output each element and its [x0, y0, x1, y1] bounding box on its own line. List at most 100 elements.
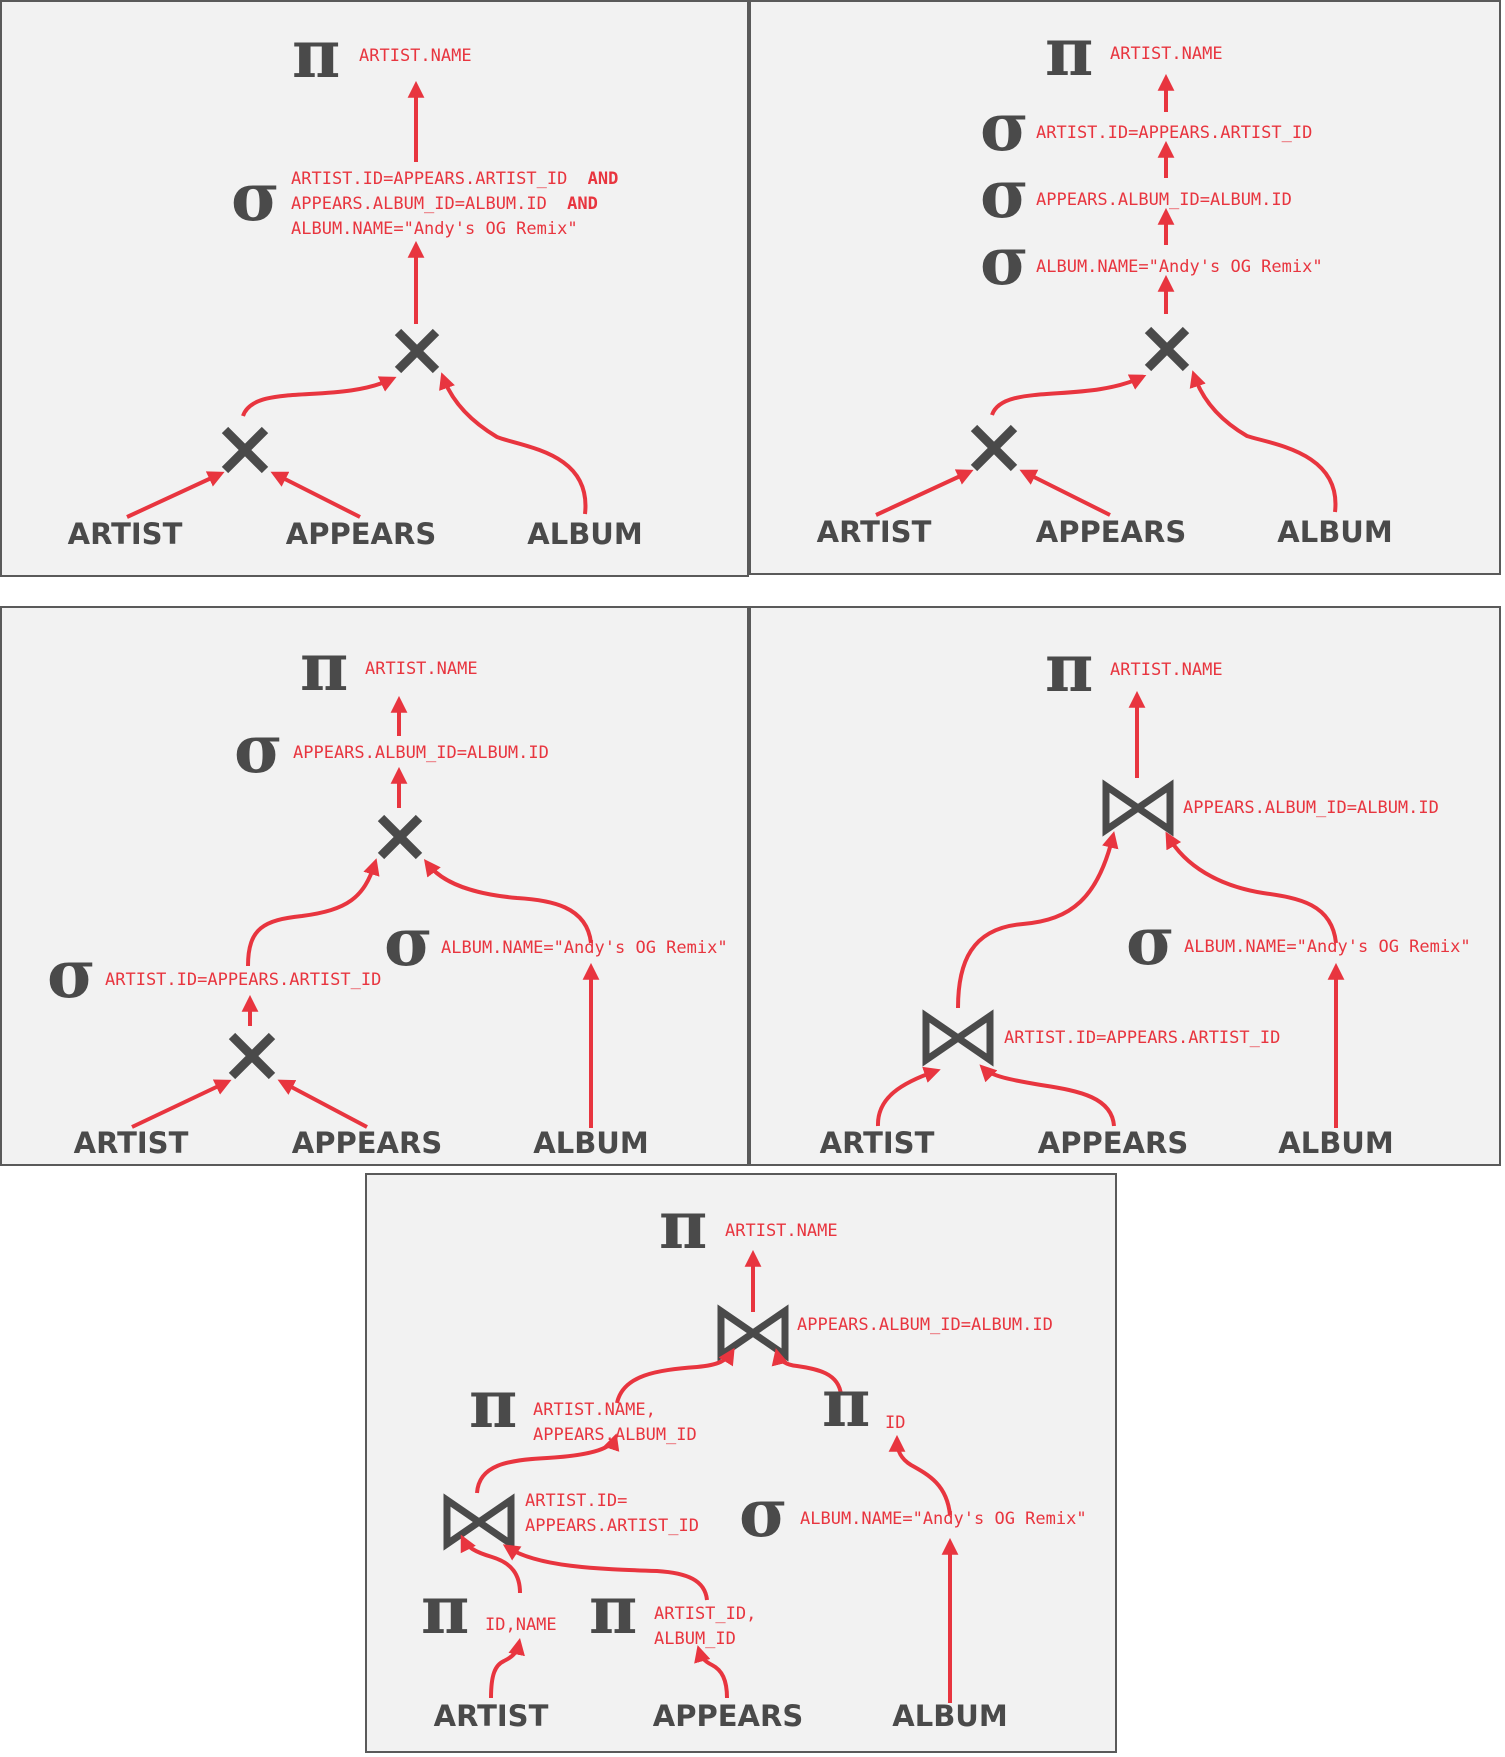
projection-attributes: ARTIST_ID,	[654, 1604, 756, 1624]
cross-product-icon	[970, 424, 1018, 472]
projection-symbol: π	[589, 1571, 637, 1649]
selection-predicate: APPEARS.ALBUM_ID=ALBUM.ID	[1036, 190, 1292, 210]
join-predicate: ARTIST.ID=	[525, 1491, 627, 1511]
selection-symbol: σ	[234, 710, 283, 788]
projection-attributes: ID	[885, 1413, 905, 1433]
projection-symbol: π	[469, 1365, 517, 1443]
relation-appears: APPEARS	[1036, 515, 1186, 549]
selection-symbol: σ	[384, 903, 433, 981]
projection-symbol: π	[292, 15, 340, 93]
projection-attributes: ARTIST.NAME	[359, 46, 472, 66]
relation-artist: ARTIST	[74, 1126, 189, 1160]
edge-artist-to-project	[489, 1638, 525, 1699]
projection-attributes: ID,NAME	[485, 1615, 557, 1635]
query-plan-tree-5: π ARTIST.NAME APPEARS.ALBUM_ID=ALBUM.ID …	[421, 1186, 1087, 1733]
cross-product-icon	[377, 814, 423, 860]
edge-appears-to-cross	[277, 1079, 368, 1129]
projection-attributes: ARTIST.NAME	[365, 659, 478, 679]
relation-appears: APPEARS	[286, 517, 436, 551]
edge-select-to-cross	[246, 858, 380, 967]
plan-panel-4: π ARTIST.NAME APPEARS.ALBUM_ID=ALBUM.ID …	[749, 606, 1501, 1166]
join-icon	[922, 1009, 994, 1067]
projection-attributes: ARTIST.NAME	[1110, 44, 1223, 64]
projection-symbol: π	[1045, 629, 1093, 707]
selection-predicate: APPEARS.ALBUM_ID=ALBUM.ID	[293, 743, 549, 763]
plan-panel-3: π ARTIST.NAME σ APPEARS.ALBUM_ID=ALBUM.I…	[0, 606, 749, 1166]
relation-artist: ARTIST	[820, 1126, 935, 1160]
join-predicate: APPEARS.ARTIST_ID	[525, 1516, 699, 1536]
selection-predicate: ALBUM.NAME="Andy's OG Remix"	[1036, 257, 1323, 277]
cross-product-icon	[394, 328, 440, 374]
projection-symbol: π	[1045, 13, 1093, 91]
edge-join-to-join	[956, 831, 1119, 1009]
edge-artist-to-cross	[126, 471, 225, 519]
plan-panel-1: π ARTIST.NAME σ ARTIST.ID=APPEARS.ARTIST…	[0, 0, 749, 577]
plan-panel-5: π ARTIST.NAME APPEARS.ALBUM_ID=ALBUM.ID …	[365, 1173, 1117, 1753]
predicate-line-2: APPEARS.ALBUM_ID=ALBUM.ID	[291, 194, 547, 214]
projection-attributes: ARTIST.NAME,	[533, 1400, 656, 1420]
and-keyword: AND	[567, 194, 598, 214]
query-plan-tree-1: π ARTIST.NAME σ ARTIST.ID=APPEARS.ARTIST…	[68, 15, 643, 551]
selection-symbol: σ	[980, 222, 1029, 300]
relation-album: ALBUM	[527, 517, 642, 551]
projection-symbol: π	[421, 1571, 469, 1649]
relation-appears: APPEARS	[653, 1699, 803, 1733]
selection-predicate: ARTIST.ID=APPEARS.ARTIST_ID AND	[291, 169, 618, 189]
relation-appears: APPEARS	[1038, 1126, 1188, 1160]
predicate-line-1: ARTIST.ID=APPEARS.ARTIST_ID	[291, 169, 567, 189]
relation-artist: ARTIST	[434, 1699, 549, 1733]
join-predicate: APPEARS.ALBUM_ID=ALBUM.ID	[797, 1315, 1053, 1335]
projection-symbol: π	[822, 1364, 870, 1442]
edge-artist-to-cross	[875, 469, 974, 517]
selection-symbol: σ	[231, 158, 280, 236]
edge-project-to-join	[615, 1347, 735, 1404]
selection-predicate: APPEARS.ALBUM_ID=ALBUM.ID AND	[291, 194, 598, 214]
cross-product-icon	[228, 1032, 276, 1080]
selection-predicate: ALBUM.NAME="Andy's OG Remix"	[441, 938, 728, 958]
edge-artist-to-join	[875, 1066, 941, 1127]
and-keyword: AND	[588, 169, 619, 189]
edge-appears-to-cross	[1019, 469, 1111, 517]
relation-artist: ARTIST	[817, 515, 932, 549]
cross-product-icon	[1144, 326, 1190, 372]
edge-cross-to-cross	[241, 376, 397, 417]
query-plan-tree-3: π ARTIST.NAME σ APPEARS.ALBUM_ID=ALBUM.I…	[47, 628, 728, 1160]
selection-symbol: σ	[739, 1474, 788, 1552]
selection-symbol: σ	[980, 155, 1029, 233]
relation-album: ALBUM	[892, 1699, 1007, 1733]
edge-cross-to-cross	[990, 374, 1147, 416]
edge-artist-to-cross	[131, 1079, 232, 1129]
projection-attributes: ALBUM_ID	[654, 1629, 736, 1649]
plan-panel-2: π ARTIST.NAME σ ARTIST.ID=APPEARS.ARTIST…	[749, 0, 1501, 575]
edge-album-to-cross	[1189, 370, 1338, 513]
edge-project-to-join	[502, 1544, 709, 1601]
edge-appears-to-cross	[270, 471, 361, 519]
relation-artist: ARTIST	[68, 517, 183, 551]
selection-symbol: σ	[47, 935, 96, 1013]
relation-album: ALBUM	[1277, 515, 1392, 549]
query-plan-tree-4: π ARTIST.NAME APPEARS.ALBUM_ID=ALBUM.ID …	[820, 629, 1471, 1160]
edge-select-to-join	[1165, 831, 1338, 944]
selection-predicate: ALBUM.NAME="Andy's OG Remix"	[800, 1509, 1087, 1529]
join-icon	[443, 1493, 515, 1551]
relation-appears: APPEARS	[292, 1126, 442, 1160]
edge-project-to-join	[771, 1348, 843, 1396]
cross-product-icon	[221, 426, 269, 474]
query-plan-tree-2: π ARTIST.NAME σ ARTIST.ID=APPEARS.ARTIST…	[817, 13, 1393, 549]
selection-predicate: ALBUM.NAME="Andy's OG Remix"	[1184, 937, 1471, 957]
relation-album: ALBUM	[533, 1126, 648, 1160]
join-predicate: APPEARS.ALBUM_ID=ALBUM.ID	[1183, 798, 1439, 818]
selection-predicate: ARTIST.ID=APPEARS.ARTIST_ID	[105, 970, 381, 990]
edge-join-to-project	[475, 1433, 620, 1494]
projection-attributes: ARTIST.NAME	[725, 1221, 838, 1241]
edge-appears-to-join	[979, 1064, 1116, 1127]
selection-predicate: ARTIST.ID=APPEARS.ARTIST_ID	[1036, 123, 1312, 143]
join-icon	[1102, 779, 1174, 837]
projection-symbol: π	[300, 628, 348, 706]
join-predicate: ARTIST.ID=APPEARS.ARTIST_ID	[1004, 1028, 1280, 1048]
edge-album-to-cross	[439, 372, 588, 515]
projection-symbol: π	[659, 1186, 707, 1264]
predicate-line-3: ALBUM.NAME="Andy's OG Remix"	[291, 219, 578, 239]
edge-select-to-project	[888, 1434, 952, 1516]
relation-album: ALBUM	[1278, 1126, 1393, 1160]
